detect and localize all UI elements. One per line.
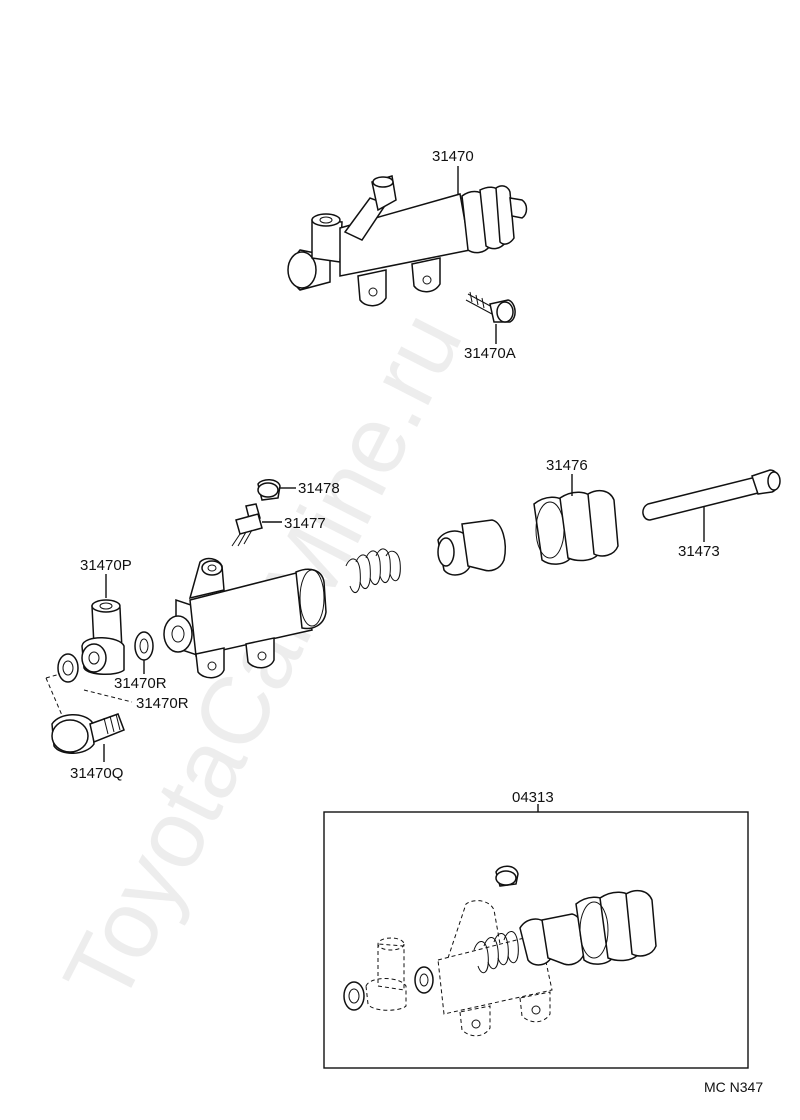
label-31470R-upper: 31470R bbox=[114, 675, 167, 692]
label-31470A: 31470A bbox=[464, 345, 516, 362]
bolt-31470A-drawing bbox=[465, 291, 516, 344]
label-31473: 31473 bbox=[678, 543, 720, 560]
cylinder-body-drawing bbox=[163, 557, 327, 679]
cylinder-assembly-drawing bbox=[287, 166, 528, 307]
union-bolt-31470Q-drawing bbox=[51, 713, 125, 762]
label-31470Q: 31470Q bbox=[70, 765, 123, 782]
label-31477: 31477 bbox=[284, 515, 326, 532]
push-rod-31473-drawing bbox=[642, 469, 781, 542]
boot-31476-drawing bbox=[533, 474, 619, 565]
label-31470P: 31470P bbox=[80, 557, 132, 574]
repair-kit-box bbox=[323, 811, 749, 1069]
label-31476: 31476 bbox=[546, 457, 588, 474]
label-31470R-lower: 31470R bbox=[136, 695, 189, 712]
bleeder-31477-drawing bbox=[231, 503, 282, 547]
spring-drawing bbox=[345, 548, 401, 594]
piston-drawing bbox=[437, 519, 506, 576]
repair-kit-drawing bbox=[343, 865, 657, 1037]
label-31478: 31478 bbox=[298, 480, 340, 497]
union-31470P-drawing bbox=[81, 574, 125, 675]
gasket-31470R-drawing bbox=[45, 631, 154, 721]
cap-31478-drawing bbox=[257, 479, 296, 501]
label-31470: 31470 bbox=[432, 148, 474, 165]
footer-code: MC N347 bbox=[704, 1079, 763, 1095]
label-04313: 04313 bbox=[512, 789, 554, 806]
